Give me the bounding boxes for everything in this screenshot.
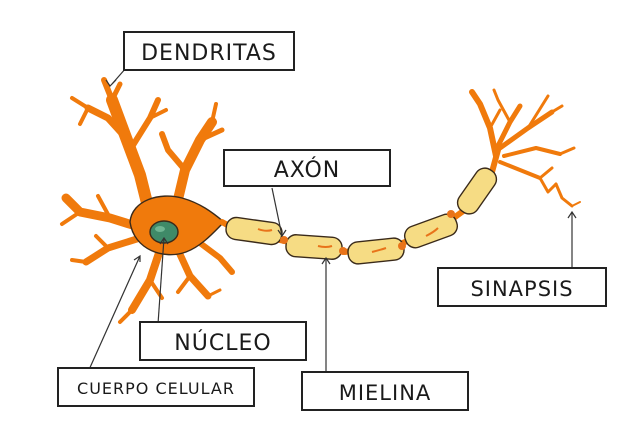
- leader-cell-body: [87, 255, 141, 373]
- myelin-segment: [225, 216, 283, 246]
- label-dendrites: DENDRITAS: [123, 31, 295, 71]
- nucleolus: [155, 226, 165, 232]
- label-dendrites-text: DENDRITAS: [141, 41, 277, 66]
- myelin-segment: [456, 167, 498, 215]
- leader-nucleus: [157, 237, 165, 325]
- dendrite-branches: [60, 77, 235, 324]
- label-axon: AXÓN: [223, 149, 391, 187]
- label-nucleus: NÚCLEO: [139, 321, 307, 361]
- label-synapse: SINAPSIS: [437, 267, 607, 307]
- myelin-segment: [285, 234, 343, 260]
- leader-nucleus-arrow: [159, 236, 169, 245]
- myelin-sheath: [225, 167, 498, 265]
- leader-cell-body-arrow: [133, 254, 141, 262]
- label-nucleus-text: NÚCLEO: [174, 330, 271, 356]
- leader-axon: [271, 187, 283, 237]
- myelin-segment: [403, 213, 459, 249]
- leader-axon-arrow: [277, 229, 287, 238]
- label-cell-body-text: CUERPO CELULAR: [77, 379, 235, 398]
- leader-dendrites-arrow: [105, 79, 117, 87]
- leader-myelin-arrow: [321, 256, 331, 265]
- label-cell-body: CUERPO CELULAR: [57, 367, 255, 407]
- leader-synapse-arrow: [567, 210, 577, 219]
- cell-body: [129, 195, 225, 256]
- label-axon-text: AXÓN: [274, 157, 341, 183]
- label-synapse-text: SINAPSIS: [470, 277, 573, 301]
- leader-lines: [87, 67, 577, 378]
- label-myelin-text: MIELINA: [339, 381, 432, 405]
- label-myelin: MIELINA: [301, 371, 469, 411]
- axon-terminals: [469, 88, 581, 208]
